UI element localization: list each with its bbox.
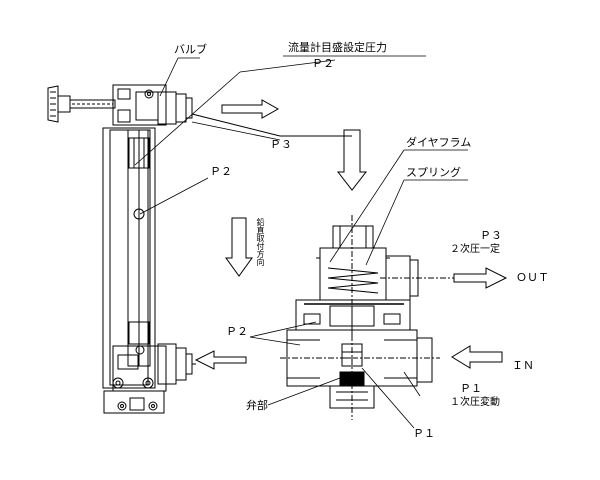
p3-left-label: Ｐ３: [270, 138, 292, 151]
p2-lower-label: Ｐ２: [226, 325, 248, 338]
valve-knob-icon: [48, 86, 115, 122]
valve-label: バルブ: [174, 43, 207, 56]
in-arrow-icon: [452, 346, 502, 368]
p3-right-label: Ｐ３: [480, 229, 502, 242]
leader-lines: [135, 56, 468, 428]
flow-arrow-top-right-icon: [222, 100, 278, 118]
p1-bottom-label: Ｐ１: [413, 427, 435, 440]
secondary-constant-label: ２次圧一定: [450, 244, 500, 255]
flowmeter-setting-pressure-label: 流量計目盛設定圧力: [288, 41, 387, 54]
pipe-lines: [192, 114, 352, 364]
p2-top-label: Ｐ２: [312, 57, 334, 70]
valve-part-label: 弁部: [246, 399, 268, 412]
p1-right-label: Ｐ１: [460, 382, 482, 395]
out-arrow-icon: [454, 268, 506, 288]
mounting-direction-label: 鉛直取付方向: [256, 218, 265, 266]
spring-label: スプリング: [406, 166, 461, 179]
regulator: [280, 215, 470, 420]
mounting-direction-arrow-icon: [226, 218, 252, 276]
in-label: ＩＮ: [512, 359, 534, 372]
diaphragm-label: ダイヤフラム: [406, 136, 472, 149]
p2-tube-label: Ｐ２: [210, 165, 232, 178]
flowmeter: [103, 85, 192, 413]
return-arrow-icon: [196, 351, 246, 369]
out-label: ＯＵＴ: [516, 271, 549, 284]
primary-variable-label: １次圧変動: [450, 397, 500, 408]
flow-arrow-down-icon: [338, 130, 366, 190]
